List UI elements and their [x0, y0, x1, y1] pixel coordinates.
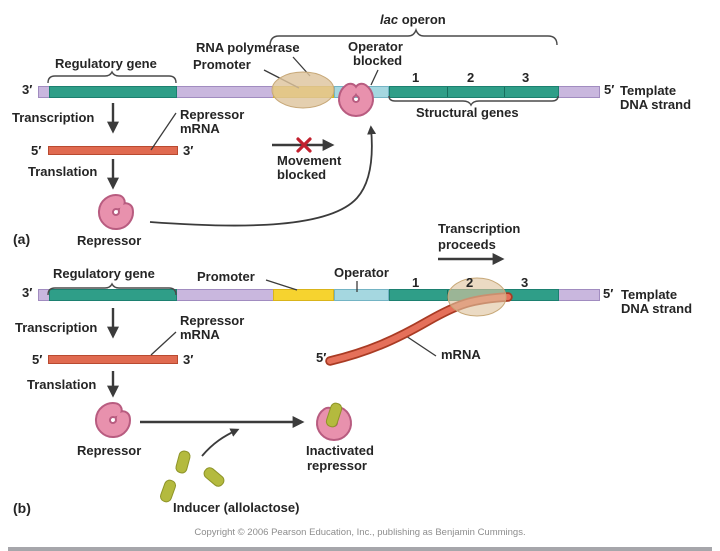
bottom-edge-bar [8, 547, 712, 551]
inactivated-repressor-label-2: repressor [307, 458, 367, 473]
repressor-mrna-label-a-2: mRNA [180, 121, 220, 136]
gene-number-b-3: 3 [521, 275, 529, 290]
repressor-mrna-label-a-1: Repressor [180, 107, 245, 122]
strand-5prime-b: 5′ [603, 286, 614, 301]
structural-genes-segment-a [389, 86, 559, 98]
operator-label-b: Operator [334, 265, 389, 280]
repressor-mrna-label-b-1: Repressor [180, 313, 245, 328]
mrna-3prime-b: 3′ [183, 352, 194, 367]
operator-blocked-pointer [370, 69, 379, 86]
gene-divider [504, 87, 505, 97]
copyright-text: Copyright © 2006 Pearson Education, Inc.… [194, 527, 526, 538]
inactivated-repressor-label-1: Inactivated [306, 443, 374, 458]
translation-label-b: Translation [27, 377, 97, 392]
transcription-label-b: Transcription [15, 320, 98, 335]
operator-blocked-label-2: blocked [353, 53, 403, 68]
inactivated-repressor-icon [316, 402, 352, 441]
operator-segment-b [334, 289, 389, 301]
regulatory-gene-segment-b [49, 289, 177, 301]
inducer-label: Inducer (allolactose) [173, 500, 300, 515]
promoter-label-a: Promoter [193, 57, 251, 72]
promoter-segment-b [273, 289, 334, 301]
operator-segment-a [334, 86, 389, 98]
strand-5prime-a: 5′ [604, 82, 615, 97]
regulatory-gene-bracket-a [47, 70, 177, 84]
dna-strand-a [38, 86, 600, 98]
gene-number-b-1: 1 [412, 275, 420, 290]
rna-polymerase-label: RNA polymerase [196, 40, 300, 55]
movement-blocked-label-2: blocked [277, 167, 327, 182]
template-label-a-1: Template [620, 83, 677, 98]
mrna-5prime-a: 5′ [31, 143, 42, 158]
transcription-label-a: Transcription [12, 110, 95, 125]
repressor-label-b: Repressor [77, 443, 142, 458]
mrna-curve-5prime-b: 5′ [316, 350, 327, 365]
gene-number-a-2: 2 [467, 70, 475, 85]
strand-3prime-b: 3′ [22, 285, 33, 300]
dna-strand-b [38, 289, 600, 301]
gene-number-a-3: 3 [522, 70, 530, 85]
mrna-3prime-a: 3′ [183, 143, 194, 158]
inducer-binds-arrow [201, 428, 240, 457]
gene-number-b-2: 2 [466, 275, 474, 290]
gene-number-a-1: 1 [412, 70, 420, 85]
strand-3prime-a: 3′ [22, 82, 33, 97]
template-label-b-1: Template [621, 287, 678, 302]
translation-label-a: Translation [28, 164, 98, 179]
transcription-proceeds-label-1: Transcription [438, 221, 521, 236]
gene-divider [447, 87, 448, 97]
gene-divider [447, 290, 448, 300]
mrna-label-b: mRNA [441, 347, 481, 362]
panel-b-tag: (b) [13, 500, 31, 516]
template-label-a-2: DNA strand [620, 97, 692, 112]
regulatory-gene-label-b: Regulatory gene [53, 266, 155, 281]
inducer-molecules-icon [159, 450, 225, 503]
regulatory-gene-segment-a [49, 86, 177, 98]
promoter-segment-a [273, 86, 334, 98]
promoter-label-b: Promoter [197, 269, 255, 284]
repressor-mrna-pointer-a [150, 112, 177, 151]
repressor-icon-b [94, 402, 131, 439]
structural-genes-label: Structural genes [416, 105, 519, 120]
lac-operon-label: lac operon [380, 12, 446, 27]
repressor-mrna-pointer-b [150, 331, 177, 356]
transcription-proceeds-label-2: proceeds [438, 237, 496, 252]
repressor-icon-a [97, 194, 134, 231]
gene-divider [504, 290, 505, 300]
mrna-pointer-b [405, 335, 437, 357]
regulatory-gene-label-a: Regulatory gene [55, 56, 157, 71]
panel-a-tag: (a) [13, 231, 31, 247]
mrna-5prime-b: 5′ [32, 352, 43, 367]
blocked-x-icon [296, 137, 312, 153]
lac-operon-bracket [269, 27, 558, 47]
repressor-mrna-label-b-2: mRNA [180, 327, 220, 342]
rna-polymerase-pointer [292, 56, 311, 77]
mrna-curve-b [325, 292, 513, 366]
template-label-b-2: DNA strand [621, 301, 693, 316]
repressor-mrna-bar-b [48, 355, 178, 364]
repressor-label-a: Repressor [77, 233, 142, 248]
repressor-mrna-bar-a [48, 146, 178, 155]
structural-genes-segment-b [389, 289, 559, 301]
